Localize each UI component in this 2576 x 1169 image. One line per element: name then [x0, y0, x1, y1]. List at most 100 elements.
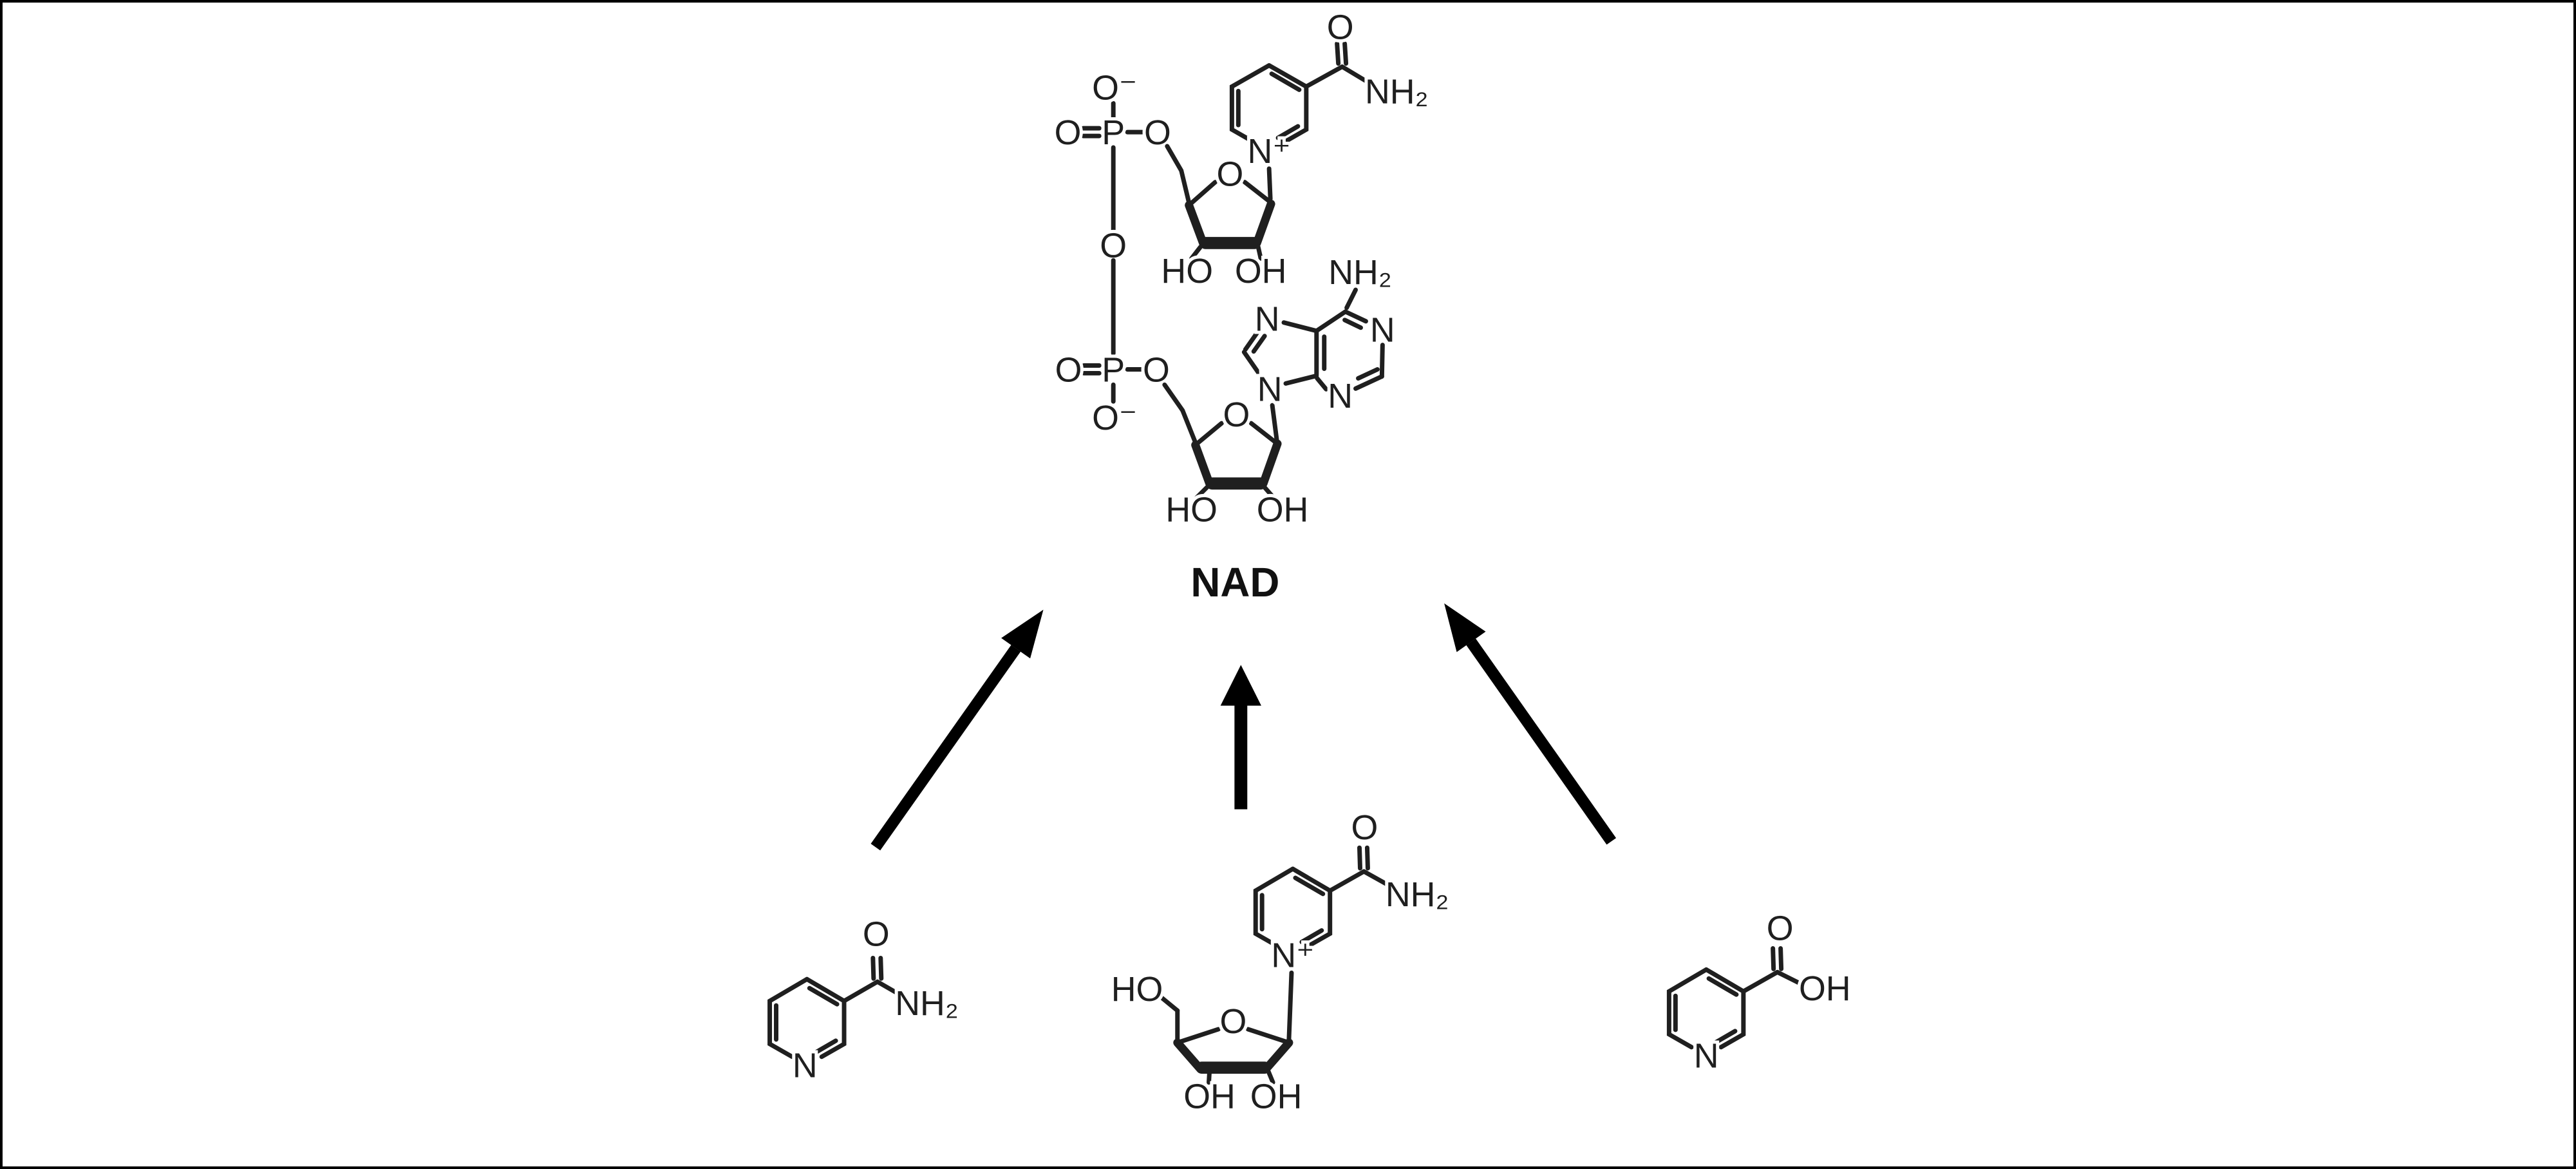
nad-nicotinamide-ring: N⁺ O NH₂ [1229, 5, 1431, 202]
bond [1189, 244, 1203, 261]
atom-label-carbonyl-o: O [863, 915, 890, 954]
atom-label-n-plus: N⁺ [1271, 936, 1314, 974]
atom-label-n1: N [1370, 311, 1395, 350]
bond-n-glycosidic [1270, 403, 1279, 442]
double-bond [1771, 946, 1776, 971]
ring-edge [1704, 967, 1746, 1050]
bond-n-glycosidic [1266, 166, 1273, 202]
atom-label-n3: N [1328, 377, 1353, 415]
nicotinamide-riboside-molecule: O NH₂ N⁺ HO O OH OH [1108, 805, 1453, 1119]
atom-label-oh: OH [1250, 1077, 1302, 1116]
ring-edge [1666, 967, 1709, 1050]
atom-label-p: P [1102, 113, 1125, 152]
bond [1314, 309, 1348, 334]
atom-label-carbonyl-o: O [1351, 808, 1378, 847]
bond [1193, 421, 1224, 448]
bond [1175, 1027, 1221, 1045]
atom-label-n-plus: N⁺ [1248, 132, 1291, 171]
double-bond [1706, 976, 1739, 997]
bond [1262, 485, 1276, 500]
bond-c5-chain [1162, 382, 1198, 445]
bond [1242, 180, 1274, 205]
nad-phosphate-bottom: O P O⁻ O [1052, 347, 1173, 441]
atom-label-oxide: O⁻ [1092, 68, 1137, 107]
arrows [870, 603, 1617, 851]
bond [1343, 309, 1368, 324]
bond [1344, 287, 1359, 310]
atom-label-ho: HO [1165, 490, 1217, 529]
atom-label-nh2: NH₂ [1328, 253, 1392, 292]
ring-edge [1290, 866, 1333, 949]
bond [1157, 993, 1180, 1013]
bond [1187, 180, 1217, 208]
bond [841, 979, 880, 1003]
bond-n-glycosidic [1286, 970, 1294, 1041]
bond [1741, 969, 1780, 994]
double-bond [813, 1038, 838, 1055]
atom-label-ho: HO [1161, 252, 1213, 290]
bond [1304, 64, 1345, 89]
atom-label-oxide: O⁻ [1092, 399, 1137, 437]
atom-label-p: P [1102, 350, 1125, 389]
double-bond [1356, 366, 1380, 381]
wedge-bond [1173, 1038, 1204, 1072]
double-bond [1364, 845, 1370, 871]
bond [1328, 869, 1366, 893]
atom-label-oh: OH [1799, 969, 1851, 1008]
double-bond [870, 955, 876, 981]
atom-label-n: N [793, 1047, 818, 1085]
arrow-from-nicotinamide-riboside [1220, 665, 1261, 810]
double-bond [1713, 1029, 1738, 1045]
figure-canvas: O⁻ O P O O O P O⁻ O [767, 5, 1854, 1119]
double-bond [1293, 875, 1326, 897]
atom-label-n7: N [1255, 300, 1280, 339]
bond [1775, 969, 1803, 986]
atom-label-nh2: NH₂ [1365, 72, 1429, 111]
atom-label-carbonyl-o: O [1767, 909, 1794, 948]
atom-label-ho: HO [1111, 970, 1163, 1009]
bond [875, 979, 906, 999]
double-bond [1342, 318, 1363, 330]
atom-label-n: N [1694, 1037, 1719, 1076]
ring-edge [1253, 866, 1295, 949]
atom-label-nh2: NH₂ [895, 984, 959, 1023]
arrow-head [1001, 609, 1044, 659]
atom-label-ring-o: O [1223, 395, 1250, 434]
nicotinamide-molecule: N O NH₂ [767, 912, 962, 1088]
bond [1266, 1069, 1275, 1085]
wedge-bond [1263, 1038, 1293, 1072]
wedge-bond [1185, 201, 1208, 247]
bond [1353, 374, 1384, 391]
bond [1241, 350, 1263, 377]
atom-label-oh: OH [1235, 252, 1287, 290]
atom-label-ring-o: O [1219, 1002, 1246, 1041]
atom-label-ring-o: O [1216, 155, 1243, 194]
arrow-from-nicotinamide [870, 609, 1044, 851]
bond [1361, 869, 1394, 889]
ring-edge [1266, 63, 1309, 145]
nad-adenine-ring: N N N N NH₂ [1241, 250, 1398, 442]
bond [1194, 485, 1210, 500]
wedge-bond [1259, 439, 1282, 488]
bond [1248, 421, 1280, 446]
arrow-head [1220, 665, 1261, 706]
atom-label-n9: N [1257, 370, 1283, 408]
bond-c5-chain [1165, 144, 1192, 205]
nad-structure: O⁻ O P O O O P O⁻ O [1051, 5, 1432, 605]
nicotinic-acid-molecule: N O OH [1666, 906, 1854, 1079]
arrow-from-nicotinic-acid [1444, 603, 1617, 845]
nad-caption: NAD [1190, 559, 1279, 605]
double-bond [1342, 41, 1349, 66]
double-bond [1251, 334, 1267, 354]
nad-phosphate-top: O⁻ O P O [1051, 65, 1174, 232]
ring-edge [1229, 63, 1272, 145]
double-bond [1778, 946, 1784, 971]
atom-label-oh: OH [1183, 1077, 1236, 1116]
bond [1283, 373, 1319, 386]
atom-label-oh: OH [1257, 490, 1309, 529]
double-bond [1275, 124, 1301, 140]
bond [1340, 64, 1373, 86]
double-bond [807, 985, 840, 1007]
nad-nicotinamide-ribose: O HO OH [1158, 144, 1290, 294]
bond [1207, 1069, 1212, 1085]
